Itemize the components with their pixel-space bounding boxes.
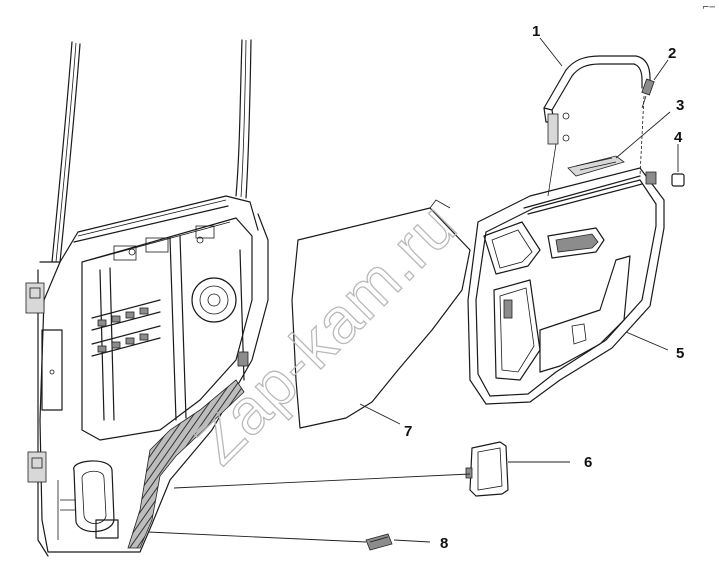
reinforcement-strip: [127, 379, 245, 549]
callout-1: 1: [532, 23, 540, 40]
switch-panel: [567, 155, 625, 177]
door-trim-panel: [467, 167, 665, 405]
callout-2: 2: [668, 45, 676, 62]
callout-8: 8: [440, 535, 448, 552]
callout-5: 5: [676, 345, 684, 362]
leader-lines: [147, 37, 679, 543]
callout-3: 3: [676, 97, 684, 114]
lower-hinge: [27, 451, 47, 483]
plug-cap: [645, 171, 685, 187]
speaker-grille: [465, 441, 509, 497]
callout-4: 4: [674, 129, 683, 146]
small-clip: [365, 533, 393, 551]
waterproof-film: [291, 199, 471, 429]
door-frame: [25, 39, 269, 557]
corner-mark: ⌐─: [702, 3, 716, 13]
watermark: Zap-kam.ru: [181, 189, 470, 478]
handle-bracket: [547, 113, 559, 145]
callout-6: 6: [584, 454, 592, 471]
callout-7: 7: [404, 423, 412, 440]
grab-handle: [543, 55, 651, 197]
